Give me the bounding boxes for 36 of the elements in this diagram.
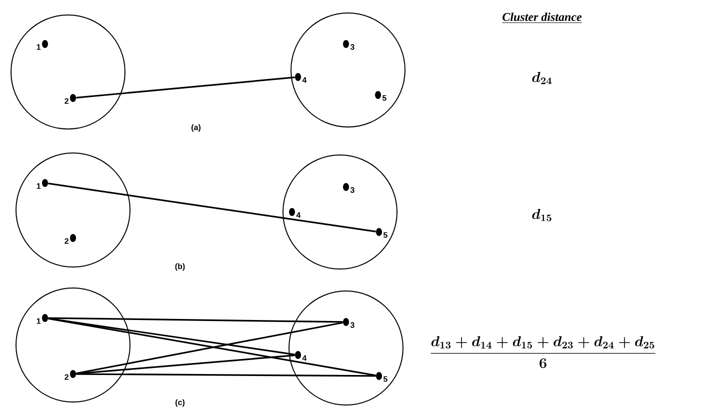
connecting-line — [76, 322, 343, 374]
distance-formula: $d_{24}$ — [532, 72, 552, 84]
cluster-circle — [288, 290, 404, 406]
cluster-circle — [10, 14, 126, 130]
point-label: 4 — [296, 212, 301, 218]
point-label: 5 — [383, 232, 388, 238]
point-label: 1 — [36, 44, 41, 50]
panel-label: (a) — [192, 124, 200, 132]
distance-formula: $\frac{d_{13}+d_{14}+d_{15}+d_{23}+d_{24}+d_{25}}{6}$ — [430, 336, 656, 368]
panel-label: (b) — [175, 263, 185, 271]
point-label: 5 — [382, 95, 386, 101]
cluster-circle — [16, 288, 130, 402]
point-label: 5 — [383, 376, 388, 382]
point-label: 3 — [350, 322, 354, 328]
point-label: 2 — [64, 238, 68, 244]
cluster-circle — [290, 12, 406, 128]
connecting-line — [48, 318, 376, 376]
connecting-line — [48, 318, 295, 356]
connecting-line — [48, 182, 376, 232]
cluster-circle — [282, 154, 398, 270]
point-label: 4 — [302, 355, 307, 361]
point-label: 3 — [350, 44, 354, 50]
distance-formula: $d_{15}$ — [532, 208, 552, 222]
point-label: 1 — [36, 183, 41, 189]
point-label: 4 — [302, 77, 307, 83]
connecting-line — [76, 373, 376, 377]
point-label: 1 — [36, 318, 41, 324]
connecting-line — [76, 76, 295, 98]
point-label: 2 — [64, 98, 68, 104]
connecting-line — [48, 317, 343, 323]
panel-label: (c) — [176, 399, 184, 407]
point-label: 2 — [64, 374, 68, 380]
cluster-circle — [16, 152, 130, 268]
heading: Cluster distance — [502, 12, 582, 23]
connecting-line — [76, 354, 295, 375]
point-label: 3 — [350, 187, 354, 193]
